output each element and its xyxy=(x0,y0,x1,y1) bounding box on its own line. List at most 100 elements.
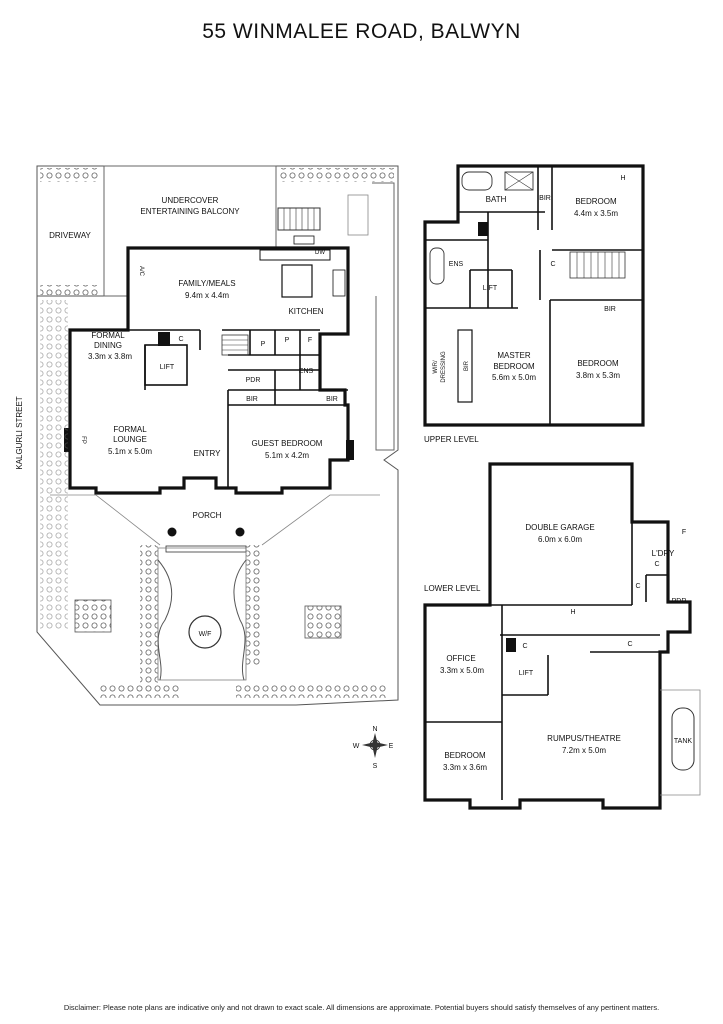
lower-c3-label: C xyxy=(522,643,527,650)
f-label: F xyxy=(308,337,312,344)
formal-lounge-label-1: FORMAL xyxy=(113,425,147,434)
dw-label: DW xyxy=(315,250,325,256)
ground-bir-1: BIR xyxy=(246,396,258,403)
curvy-bed-right xyxy=(233,559,247,681)
porch-pillar-left xyxy=(167,527,177,537)
tank-pad xyxy=(660,689,701,796)
upper-bedroom1-dim: 4.4m x 3.5m xyxy=(574,209,618,218)
upper-bathtub xyxy=(461,171,493,191)
upper-bath-label: BATH xyxy=(486,195,507,204)
site-boundary xyxy=(36,165,399,706)
upper-walls xyxy=(423,164,645,427)
upper-ens-label: ENS xyxy=(449,261,464,268)
upper-bedroom1-label: BEDROOM xyxy=(575,197,617,206)
side-path xyxy=(372,182,395,451)
porch-step xyxy=(165,545,247,553)
ground-bir-2: BIR xyxy=(326,396,338,403)
driveway-hedge-bottom xyxy=(40,285,100,295)
lower-bedroom-dim: 3.3m x 3.6m xyxy=(443,763,487,772)
upper-wir-label: WIR/ xyxy=(433,360,439,374)
formal-dining-label-2: DINING xyxy=(94,341,122,350)
lower-c1-label: C xyxy=(635,583,640,590)
garden-hedge-right-top xyxy=(278,168,394,182)
lower-f-label: F xyxy=(682,529,686,536)
compass-n: N xyxy=(372,726,377,733)
upper-bir-top: BIR xyxy=(539,195,551,202)
family-meals-label: FAMILY/MEALS xyxy=(178,279,235,288)
master-bedroom-label-1: MASTER xyxy=(497,351,531,360)
guest-bedroom-label: GUEST BEDROOM xyxy=(252,439,323,448)
rumpus-label: RUMPUS/THEATRE xyxy=(547,734,621,743)
interior-walls xyxy=(70,296,348,488)
disclaimer-text: Disclaimer: Please note plans are indica… xyxy=(63,1003,660,1012)
lower-h-label: H xyxy=(570,609,575,616)
kitchen-bench xyxy=(259,249,331,261)
ground-stairs-treads xyxy=(222,339,248,351)
lower-interior-walls xyxy=(425,464,668,800)
street-label: KALGURLI STREET xyxy=(15,396,24,469)
ground-lift-core xyxy=(158,332,170,346)
tank-label: TANK xyxy=(674,738,692,745)
balcony-label-2: ENTERTAINING BALCONY xyxy=(140,207,240,216)
lower-level-label: LOWER LEVEL xyxy=(424,584,481,593)
master-bedroom-label-2: BEDROOM xyxy=(493,362,535,371)
upper-bir-mid: BIR xyxy=(464,360,470,371)
compass-w: W xyxy=(353,743,360,750)
driveway-label: DRIVEWAY xyxy=(49,231,91,240)
upper-h-label: H xyxy=(620,175,625,182)
garden-strip-left xyxy=(140,545,158,685)
compass-e: E xyxy=(389,743,394,750)
kitchen-sink xyxy=(293,235,315,245)
upper-bedroom2-label: BEDROOM xyxy=(577,359,619,368)
formal-lounge-dim: 5.1m x 5.0m xyxy=(108,447,152,456)
side-stairs-treads xyxy=(283,208,315,230)
p1-label: P xyxy=(261,341,266,348)
upper-lift-core xyxy=(478,222,488,236)
front-hedge-right xyxy=(236,684,386,698)
cooktop xyxy=(332,269,346,297)
kitchen-island xyxy=(281,264,313,298)
side-stairs xyxy=(277,207,321,231)
ensuite-bath xyxy=(429,247,445,285)
ground-lift-label: LIFT xyxy=(160,364,175,371)
compass-rose xyxy=(362,733,388,758)
office-label: OFFICE xyxy=(446,654,475,663)
guest-bedroom-dim: 5.1m x 4.2m xyxy=(265,451,309,460)
balcony-outline xyxy=(103,165,277,297)
ens-label: ENS xyxy=(299,368,314,375)
ground-c-label: C xyxy=(178,336,183,343)
lower-lift-label: LIFT xyxy=(519,670,534,677)
p2-label: P xyxy=(285,337,290,344)
formal-dining-dim: 3.3m x 3.8m xyxy=(88,352,132,361)
lower-lift-core xyxy=(506,638,516,652)
ac-label: A/C xyxy=(138,266,144,277)
water-feature-label: W/F xyxy=(199,631,212,638)
garage-label: DOUBLE GARAGE xyxy=(525,523,594,532)
dressing-bench xyxy=(457,329,473,403)
office-dim: 3.3m x 5.0m xyxy=(440,666,484,675)
side-garden-left xyxy=(40,300,68,630)
plan-title: 55 WINMALEE ROAD, BALWYN xyxy=(202,20,521,43)
ground-floor: DRIVEWAY UNDERCOVER ENTERTAINING BALCONY xyxy=(15,165,399,770)
lower-pdr-label: PDR xyxy=(672,598,687,605)
guest-fireplace xyxy=(346,440,354,460)
front-path xyxy=(157,547,247,681)
driveway-hedge-top xyxy=(40,168,100,182)
upper-bir-right: BIR xyxy=(604,306,616,313)
upper-bedroom2-dim: 3.8m x 5.3m xyxy=(576,371,620,380)
family-meals-dim: 9.4m x 4.4m xyxy=(185,291,229,300)
porch-label: PORCH xyxy=(193,511,222,520)
fp-label: FP xyxy=(80,436,86,444)
lower-c2-label: C xyxy=(654,561,659,568)
upper-stairs xyxy=(569,251,626,279)
upper-c-label: C xyxy=(550,261,555,268)
lower-level: LOWER LEVEL DOUBLE GARAGE 6.0m x 6.0m L'… xyxy=(423,462,701,810)
boundary-right-path xyxy=(261,494,380,546)
entry-label: ENTRY xyxy=(194,449,222,458)
garden-strip-right xyxy=(246,545,262,665)
garden-square-right xyxy=(304,605,342,639)
upper-lift-label: LIFT xyxy=(483,285,498,292)
formal-dining-label-1: FORMAL xyxy=(91,331,125,340)
compass-s: S xyxy=(373,763,378,770)
